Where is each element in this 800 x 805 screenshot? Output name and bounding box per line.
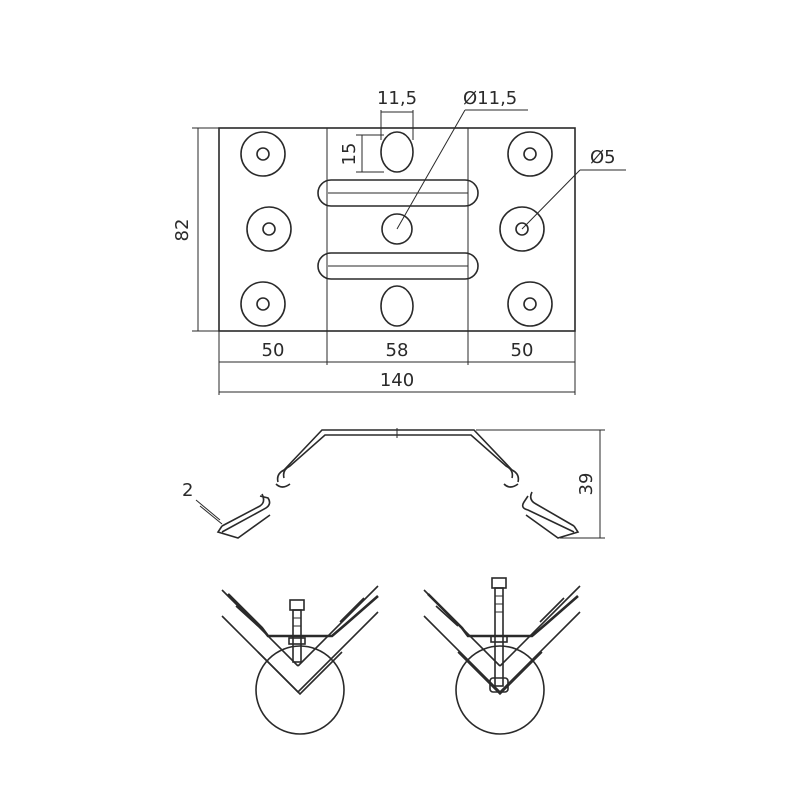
roof-line-left: [221, 589, 299, 667]
label-slot-height: 15: [339, 143, 360, 166]
right-holes: [499, 131, 553, 327]
bolt-shank: [292, 609, 302, 663]
tile-square: [257, 651, 343, 696]
dim-profile-height: 39: [476, 429, 605, 539]
hook-left: [275, 483, 291, 488]
hole-boss: [507, 131, 553, 177]
top-slot: [380, 131, 414, 173]
dim-overall-width: 140: [219, 370, 575, 393]
dim-center-hole: Ø11,5: [396, 88, 528, 230]
hole-boss: [240, 131, 286, 177]
hole: [523, 297, 537, 311]
bolt-lower-nut: [489, 677, 509, 693]
center-hole: [381, 213, 413, 245]
pipe: [455, 645, 545, 735]
lower-rib: [317, 252, 479, 280]
label-center-hole: Ø11,5: [463, 88, 517, 109]
install-view-left: [221, 585, 379, 735]
profile-outer: [221, 429, 575, 533]
side-profile: 2 39: [182, 428, 605, 539]
label-slot-width: 11,5: [377, 88, 417, 109]
center-features: [317, 131, 479, 327]
hole-boss: [499, 206, 545, 252]
label-left-width: 50: [262, 340, 285, 361]
hole: [256, 297, 270, 311]
hole: [515, 222, 529, 236]
upper-rib: [317, 179, 479, 207]
bracket-ridge: [235, 597, 365, 627]
bolt-nut: [288, 637, 306, 645]
bolt-head: [289, 599, 305, 611]
hole: [262, 222, 276, 236]
bottom-slot: [380, 285, 414, 327]
profile-inner: [221, 434, 575, 527]
plan-view: 11,5 Ø11,5 15 Ø5 82: [172, 88, 626, 395]
left-holes: [240, 131, 292, 327]
label-thickness: 2: [182, 480, 193, 501]
hole-boss: [507, 281, 553, 327]
roof-line-right: [297, 585, 379, 667]
bracket: [227, 593, 379, 638]
dim-side-hole: Ø5: [521, 147, 626, 230]
hole: [256, 147, 270, 161]
dim-overall-height: 82: [172, 127, 219, 332]
hole: [523, 147, 537, 161]
dim-section-widths: 50 58 50: [218, 331, 576, 395]
bracket-ridge: [435, 597, 565, 627]
dim-thickness: 2: [182, 480, 223, 525]
label-middle-width: 58: [386, 340, 409, 361]
bolt-nut: [490, 635, 508, 643]
profile-right-end: [525, 514, 580, 539]
roof-line-right: [499, 585, 581, 667]
bolt-head: [491, 577, 507, 589]
label-right-width: 50: [511, 340, 534, 361]
dim-slot-width: 11,5: [377, 88, 417, 140]
hook-right: [503, 483, 519, 488]
plate-outline: [218, 127, 576, 332]
hole-boss: [246, 206, 292, 252]
hole-boss: [240, 281, 286, 327]
label-overall-height: 82: [172, 219, 193, 242]
tile-square: [457, 651, 543, 696]
dim-slot-height: 15: [339, 134, 384, 173]
bolt-shank: [494, 587, 504, 687]
pipe: [255, 645, 345, 735]
roof-line-left-outer: [423, 611, 581, 694]
profile-left-end: [216, 514, 271, 539]
label-side-hole: Ø5: [590, 147, 616, 168]
install-view-right: [423, 577, 581, 735]
roof-line-left-outer: [221, 611, 379, 694]
label-overall-width: 140: [380, 370, 414, 391]
label-profile-height: 39: [576, 473, 597, 496]
